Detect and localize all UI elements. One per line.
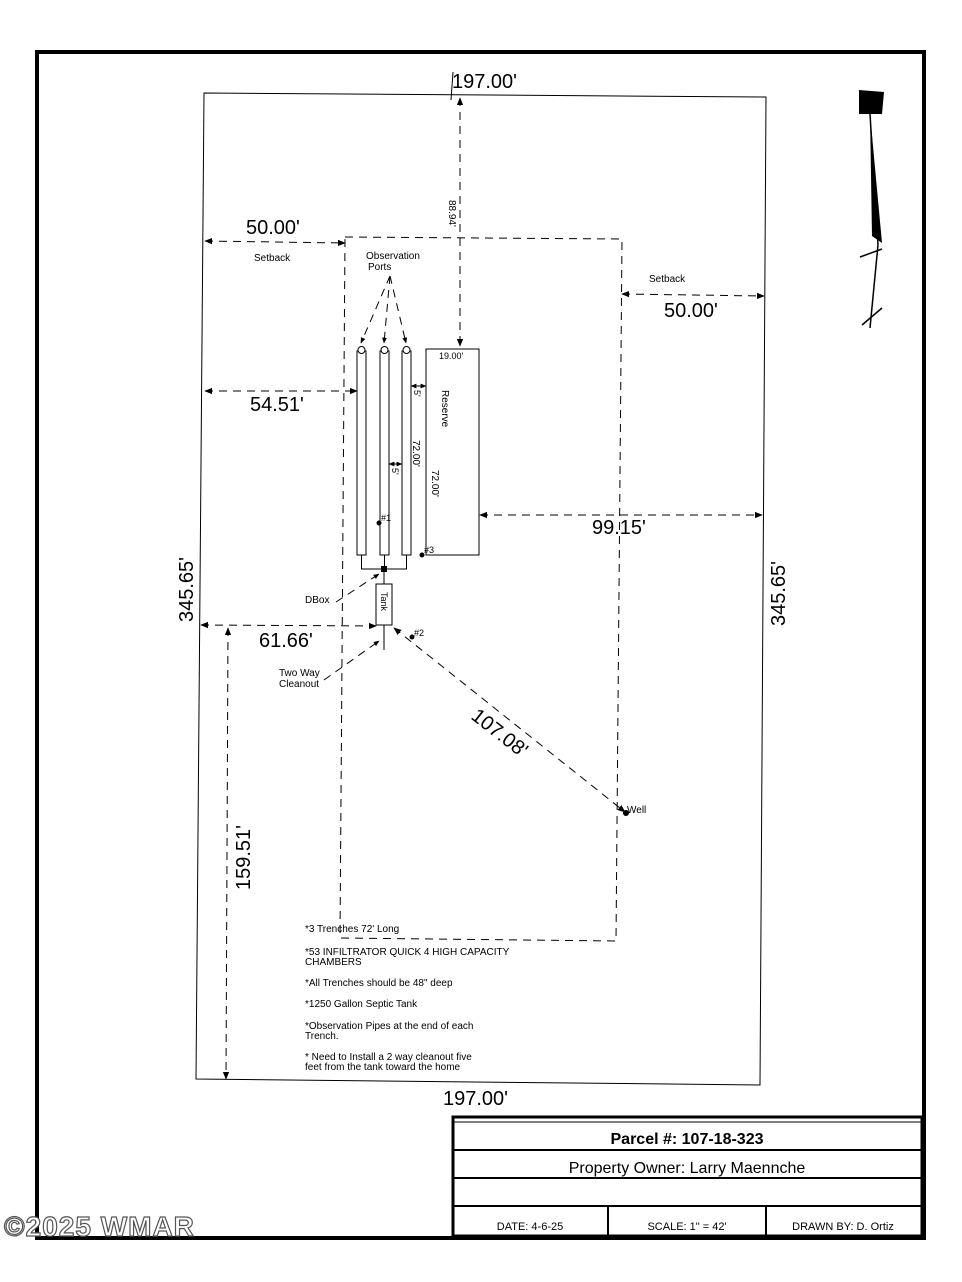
well-marker — [623, 810, 629, 816]
dim-tank-bottom: 159.51' — [233, 825, 255, 890]
watermark: ©2025 WMAR — [4, 1211, 195, 1242]
svg-text:*Observation Pipes at the end: *Observation Pipes at the end of each — [305, 1021, 473, 1032]
svg-text:*1250 Gallon Septic Tank: *1250 Gallon Septic Tank — [305, 999, 418, 1010]
svg-text:*53 INFILTRATOR QUICK 4 HIGH C: *53 INFILTRATOR QUICK 4 HIGH CAPACITY — [305, 947, 510, 958]
dim-tank-well: 107.08' — [467, 705, 532, 762]
dim-trench-left: 54.51' — [250, 394, 304, 416]
drawing-scale: SCALE: 1" = 42' — [647, 1221, 726, 1233]
dim-trench-length: 72.00' — [410, 440, 421, 467]
setback-line — [339, 236, 623, 942]
label-observation-ports-2: Ports — [368, 262, 391, 273]
title-block: Parcel #: 107-18-323 Property Owner: Lar… — [451, 1115, 924, 1238]
dim-top: 197.00' — [452, 71, 517, 93]
label-point2: #2 — [414, 628, 424, 638]
label-setback-right: Setback — [649, 274, 686, 285]
label-tank: Tank — [379, 592, 389, 612]
dim-reserve-length: 72.00' — [429, 470, 440, 497]
dim-setback-left: 50.00' — [246, 217, 300, 239]
svg-text:* Need to Install a 2 way clea: * Need to Install a 2 way cleanout five — [305, 1052, 472, 1063]
reserve-area — [425, 348, 480, 556]
dim-reserve-right: 99.15' — [592, 517, 646, 539]
label-reserve: Reserve — [439, 390, 450, 428]
dim-reserve-width: 19.00' — [439, 351, 464, 361]
label-well: Well — [627, 805, 646, 816]
svg-text:Trench.: Trench. — [305, 1031, 339, 1042]
north-arrow-flag-icon — [859, 90, 884, 329]
svg-text:*3 Trenches 72' Long: *3 Trenches 72' Long — [305, 924, 399, 935]
dim-top-to-reserve: 88.94' — [446, 200, 457, 227]
label-dbox: DBox — [305, 595, 329, 606]
label-observation-ports: Observation — [366, 251, 420, 262]
label-cleanout: Two Way — [279, 668, 320, 679]
dim-left: 345.65' — [176, 557, 198, 622]
dim-setback-right: 50.00' — [664, 300, 718, 322]
notes: *3 Trenches 72' Long *53 INFILTRATOR QUI… — [305, 924, 510, 1073]
label-point1: #1 — [381, 513, 391, 523]
parcel-number: Parcel #: 107-18-323 — [611, 1131, 764, 1148]
label-setback-left: Setback — [254, 253, 291, 264]
label-cleanout-2: Cleanout — [279, 679, 319, 690]
dim-right: 345.65' — [768, 561, 790, 626]
svg-text:feet from the tank toward the: feet from the tank toward the home — [305, 1062, 461, 1073]
property-owner: Property Owner: Larry Maennche — [569, 1160, 806, 1177]
svg-text:*All Trenches should be 48" de: *All Trenches should be 48" deep — [305, 978, 453, 989]
sheet-border — [35, 50, 926, 1240]
dim-spacing-a: 5' — [412, 390, 422, 397]
trenches — [356, 346, 412, 584]
dim-tank-left: 61.66' — [259, 630, 313, 652]
dim-bottom: 197.00' — [443, 1088, 508, 1110]
property-boundary — [195, 92, 767, 1086]
label-point3: #3 — [424, 545, 434, 555]
dim-spacing-b: 5' — [390, 468, 400, 475]
drawn-by: DRAWN BY: D. Ortiz — [792, 1221, 894, 1233]
svg-text:CHAMBERS: CHAMBERS — [305, 957, 362, 968]
drawing-date: DATE: 4-6-25 — [497, 1221, 563, 1233]
